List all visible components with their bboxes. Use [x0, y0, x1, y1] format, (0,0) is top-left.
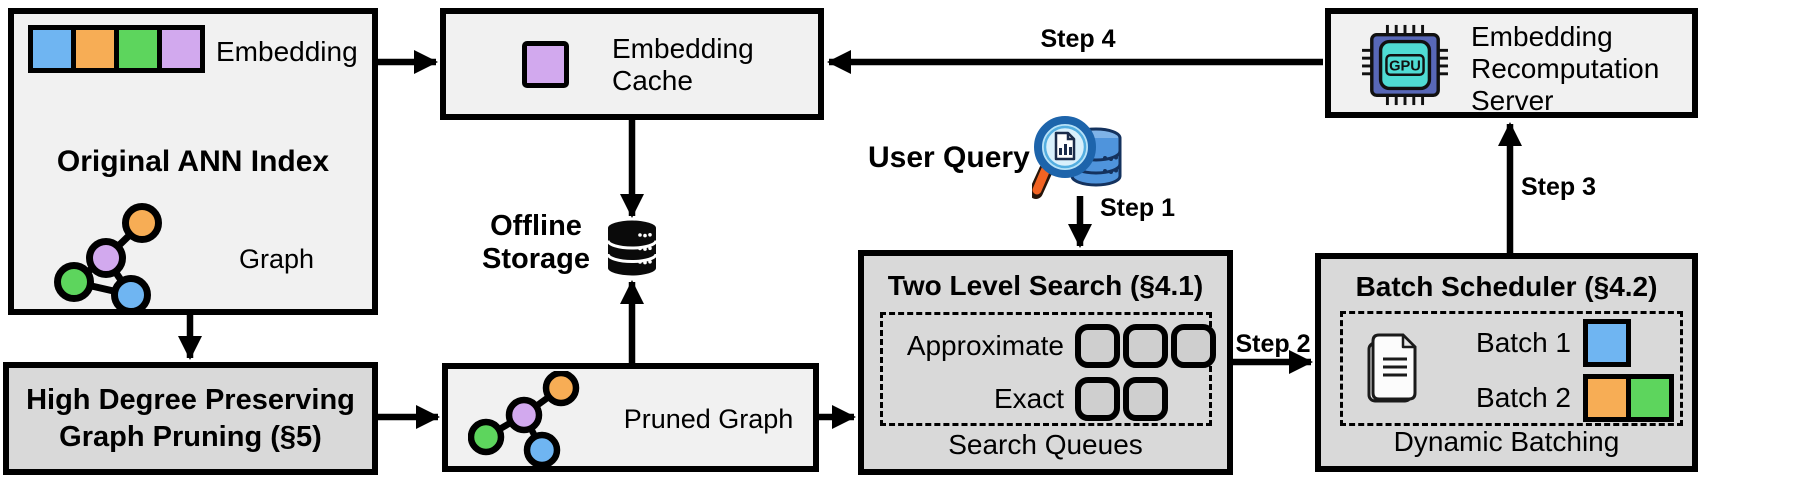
purple-embedding-square	[162, 30, 200, 68]
recomputation-server-box: GPU Embedding Recomputation Server	[1325, 8, 1698, 118]
blue-embedding-square	[1588, 324, 1626, 362]
gpu-label: GPU	[1389, 58, 1421, 74]
blue-embedding-square	[33, 30, 71, 68]
batch2-squares	[1583, 374, 1674, 422]
original-ann-index-box: Embedding Original ANN Index Graph	[8, 8, 378, 315]
offline-storage-label: Offline Storage	[482, 210, 590, 276]
queue-slot	[1123, 377, 1168, 421]
batch-scheduler-box: Batch Scheduler (§4.2) Batch 1 Batch 2 D…	[1315, 253, 1698, 472]
exact-label: Exact	[993, 383, 1064, 414]
batch-scheduler-title: Batch Scheduler (§4.2)	[1355, 271, 1658, 302]
embedding-label: Embedding	[216, 36, 358, 67]
green-embedding-square	[119, 30, 157, 68]
recomputation-server-title: Embedding Recomputation Server	[1471, 21, 1660, 117]
graph-pruning-box: High Degree Preserving Graph Pruning (§5…	[3, 362, 378, 475]
query-search-icon	[1032, 116, 1122, 199]
batch1-squares	[1583, 319, 1631, 367]
embedding-cache-box: Embedding Cache	[440, 8, 824, 120]
step2-label: Step 2	[1235, 330, 1311, 358]
pruned-graph-box: Pruned Graph	[442, 363, 819, 472]
dynamic-batching-footer: Dynamic Batching	[1393, 425, 1620, 457]
graph-pruning-title: High Degree Preserving Graph Pruning (§5…	[26, 384, 355, 453]
orange-embedding-square	[76, 30, 114, 68]
batch2-label: Batch 2	[1476, 382, 1571, 413]
queue-slot	[1123, 324, 1168, 368]
queue-slot	[1171, 324, 1216, 368]
orange-embedding-square	[1588, 379, 1626, 417]
queue-slot	[1075, 377, 1120, 421]
approximate-label: Approximate	[906, 330, 1064, 361]
original-ann-index-title: Original ANN Index	[56, 145, 330, 178]
two-level-search-box: Two Level Search (§4.1) Approximate Exac…	[858, 250, 1233, 475]
green-embedding-square	[1631, 379, 1669, 417]
embedding-cache-title: Embedding Cache	[612, 33, 754, 97]
documents-icon	[1367, 333, 1417, 403]
embedding-vector	[28, 25, 205, 73]
step3-label: Step 3	[1521, 173, 1597, 201]
graph-label: Graph	[239, 244, 315, 274]
queue-slot	[1075, 324, 1120, 368]
two-level-search-title: Two Level Search (§4.1)	[887, 270, 1204, 301]
search-queues-panel	[880, 312, 1212, 426]
cached-embedding-square	[522, 41, 569, 88]
database-icon	[606, 220, 658, 276]
batch1-label: Batch 1	[1476, 327, 1571, 358]
gpu-chip-icon: GPU	[1362, 24, 1448, 106]
dynamic-batching-panel	[1340, 311, 1683, 426]
step1-label: Step 1	[1100, 194, 1176, 222]
pruned-graph-label: Pruned Graph	[623, 404, 794, 434]
user-query-label: User Query	[868, 141, 1030, 174]
search-queues-footer: Search Queues	[948, 428, 1143, 460]
approximate-queue	[1075, 324, 1216, 368]
ann-graph-icon	[54, 203, 162, 315]
step4-label: Step 4	[1040, 25, 1116, 53]
pruned-graph-icon	[468, 371, 580, 467]
exact-queue	[1075, 377, 1168, 421]
